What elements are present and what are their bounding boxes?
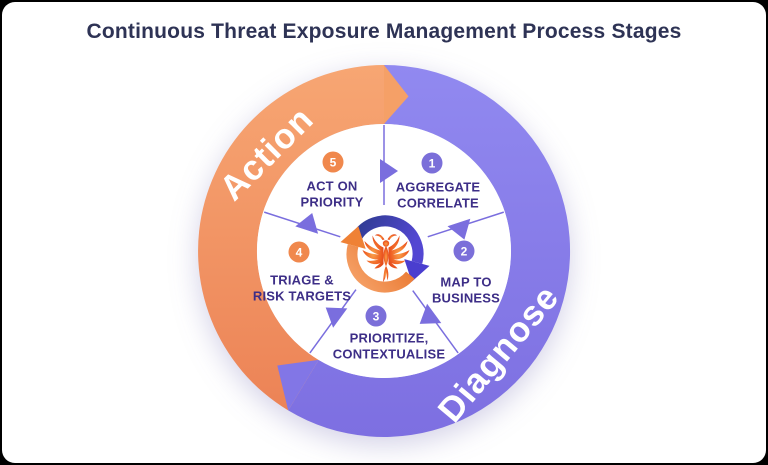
stage-3-badge: 3	[365, 305, 387, 327]
clockwise-chevron-icon	[380, 159, 398, 183]
clockwise-chevron-icon	[447, 218, 471, 240]
action-arrowhead-icon	[384, 65, 409, 124]
stage-3-line1: PRIORITIZE,	[349, 330, 429, 346]
stage-3-line2: CONTEXTUALISE	[332, 346, 446, 361]
stage-4-line2: RISK TARGETS	[252, 288, 352, 303]
clockwise-chevron-icon	[295, 213, 319, 234]
stage-2-label: MAP TO BUSINESS	[432, 274, 500, 305]
diagnose-arc	[288, 64, 571, 437]
outer-ring	[198, 64, 571, 437]
stage-4-badge: 4	[288, 241, 310, 263]
stage-1-line2: CORRELATE	[397, 195, 479, 210]
stage-2-badge: 2	[453, 240, 475, 262]
clockwise-chevron-icon	[419, 303, 442, 324]
cycle-arrow-blue	[351, 215, 424, 264]
phoenix-icon	[362, 234, 410, 282]
stage-2-line1: MAP TO	[440, 274, 492, 290]
stage-3-label: PRIORITIZE, CONTEXTUALISE	[333, 330, 445, 361]
stage-4-line1: TRIAGE &	[270, 272, 334, 288]
stage-5-badge: 5	[322, 151, 344, 173]
cycle-arrow-orange	[346, 244, 415, 293]
stage-4-label: TRIAGE & RISK TARGETS	[253, 272, 351, 303]
action-arc	[198, 65, 384, 411]
stage-2-line2: BUSINESS	[431, 290, 501, 305]
clockwise-chevron-icon	[325, 307, 348, 328]
stage-1-label: AGGREGATE CORRELATE	[396, 179, 481, 210]
clockwise-chevrons	[295, 159, 471, 328]
stage-1-badge: 1	[421, 152, 443, 174]
stage-5-label: ACT ON PRIORITY	[301, 178, 364, 209]
diagnose-arrowhead-icon	[277, 359, 319, 411]
stage-5-line1: ACT ON	[306, 178, 358, 194]
page-title: Continuous Threat Exposure Management Pr…	[86, 20, 682, 43]
cycle-arrows	[340, 215, 430, 293]
stage-1-line1: AGGREGATE	[395, 179, 481, 195]
cycle-arrow-orange-head-icon	[340, 226, 366, 249]
stage-5-line2: PRIORITY	[300, 194, 364, 209]
